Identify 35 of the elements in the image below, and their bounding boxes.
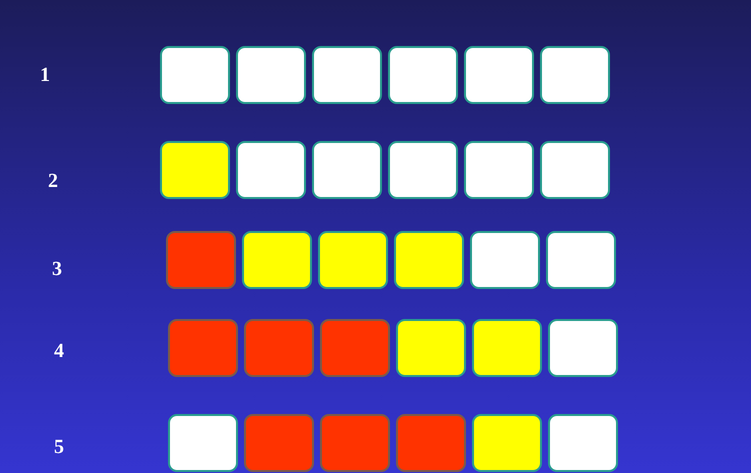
color-tile <box>472 319 542 377</box>
color-tile <box>396 319 466 377</box>
color-tile <box>160 46 230 104</box>
color-tile <box>168 319 238 377</box>
color-tile <box>236 46 306 104</box>
color-tile <box>318 231 388 289</box>
color-tile <box>464 46 534 104</box>
row-number: 4 <box>54 340 64 362</box>
color-tile <box>166 231 236 289</box>
color-tile <box>546 231 616 289</box>
color-tile <box>320 414 390 472</box>
color-tile <box>548 414 618 472</box>
color-tile <box>548 319 618 377</box>
color-tile <box>394 231 464 289</box>
color-tile <box>396 414 466 472</box>
color-tile <box>388 141 458 199</box>
color-tile <box>320 319 390 377</box>
color-tile <box>236 141 306 199</box>
color-tile <box>160 141 230 199</box>
color-tile <box>472 414 542 472</box>
color-tile <box>312 46 382 104</box>
color-tile <box>470 231 540 289</box>
color-tile <box>388 46 458 104</box>
color-tile <box>540 46 610 104</box>
color-tile <box>168 414 238 472</box>
color-tile <box>244 414 314 472</box>
color-tile <box>242 231 312 289</box>
color-tile <box>244 319 314 377</box>
color-tile <box>312 141 382 199</box>
color-tile <box>540 141 610 199</box>
row-number: 1 <box>40 64 50 86</box>
row-number: 5 <box>54 436 64 458</box>
row-number: 3 <box>52 258 62 280</box>
color-tile <box>464 141 534 199</box>
row-number: 2 <box>48 170 58 192</box>
